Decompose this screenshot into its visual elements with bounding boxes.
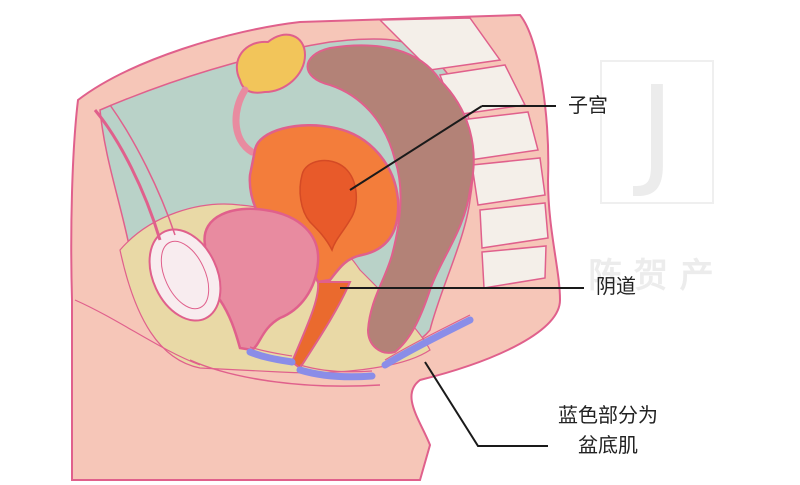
uterine-cavity xyxy=(299,159,357,253)
abdominal-wall xyxy=(93,109,162,241)
ovary xyxy=(232,33,307,156)
rectum xyxy=(306,44,475,354)
label-pelvic-floor-line2: 盆底肌 xyxy=(578,433,638,457)
label-uterus: 子宫 xyxy=(568,93,608,117)
watermark-text: 阵 贺 产 xyxy=(588,256,714,296)
leader-line-uterus xyxy=(349,105,483,191)
leader-lines xyxy=(340,105,584,447)
perineum-outline xyxy=(189,359,381,387)
watermark-logo: J xyxy=(600,60,714,204)
label-vagina: 阴道 xyxy=(596,274,636,298)
pubic-bone xyxy=(148,228,222,322)
pelvic-floor-muscle xyxy=(246,316,474,381)
leader-line-pelvic-floor xyxy=(424,361,548,447)
label-pelvic-floor-line1: 蓝色部分为 xyxy=(558,403,658,427)
label-pelvic-floor: 蓝色部分为 盆底肌 xyxy=(558,400,658,460)
